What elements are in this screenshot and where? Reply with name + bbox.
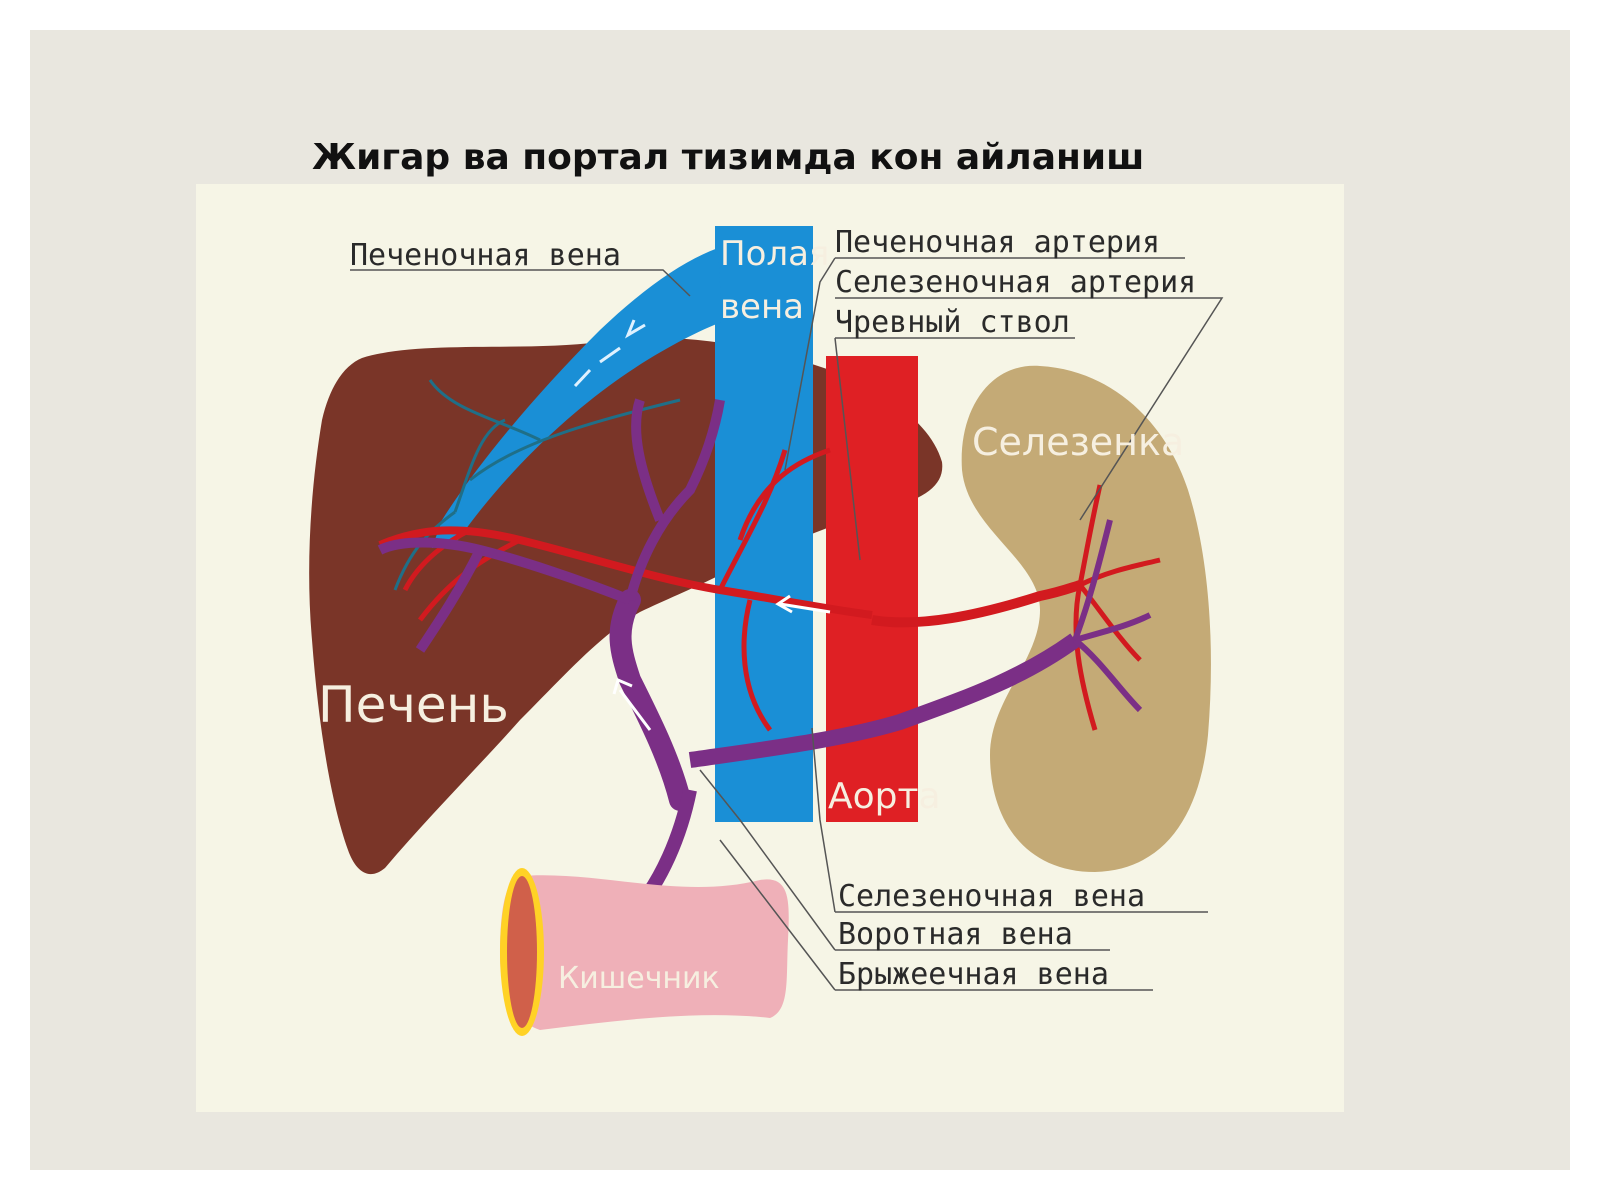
splenic-vein-branches	[1072, 519, 1152, 713]
leader-lines	[350, 257, 1224, 991]
portal-vein-intrahepatic-branches	[377, 398, 725, 653]
splenic-artery	[871, 580, 1082, 628]
aorta	[826, 356, 918, 822]
label-vena-cava-1: Полая	[720, 234, 829, 274]
label-splenic-vein: Селезеночная вена	[838, 879, 1145, 914]
label-hepatic-vein: Печеночная вена	[350, 238, 621, 273]
hepatic-vein-flow-arrow	[573, 346, 621, 388]
splenic-vein	[688, 633, 1080, 768]
label-aorta: Аорта	[828, 776, 941, 817]
intestine	[500, 875, 789, 1030]
hepatic-artery-branches	[402, 447, 831, 732]
label-hepatic-artery: Печеночная артерия	[835, 225, 1160, 260]
label-liver: Печень	[318, 676, 509, 734]
label-portal-vein: Воротная вена	[838, 917, 1073, 952]
label-celiac-trunk: Чревный ствол	[835, 305, 1070, 340]
hepatic-artery-flow-arrow	[775, 594, 831, 614]
portal-vein	[609, 589, 691, 811]
spleen	[961, 365, 1211, 872]
hepatic-vein	[432, 248, 722, 548]
slide-title: Жигар ва портал тизимда кон айланиш тизи…	[312, 137, 1145, 225]
hepatic-artery	[378, 526, 873, 619]
splenic-artery-branches	[1073, 484, 1161, 731]
label-vena-cava-2: вена	[720, 287, 804, 327]
label-intestine: Кишечник	[558, 961, 720, 996]
portal-vein-flow-arrow	[612, 677, 652, 731]
hepatic-vein-arrowhead	[624, 319, 646, 339]
intestine-lumen	[507, 876, 537, 1028]
label-splenic-artery: Селезеночная артерия	[835, 265, 1196, 300]
label-spleen: Селезенка	[972, 420, 1184, 464]
label-mesenteric-vein: Брыжеечная вена	[838, 957, 1109, 992]
